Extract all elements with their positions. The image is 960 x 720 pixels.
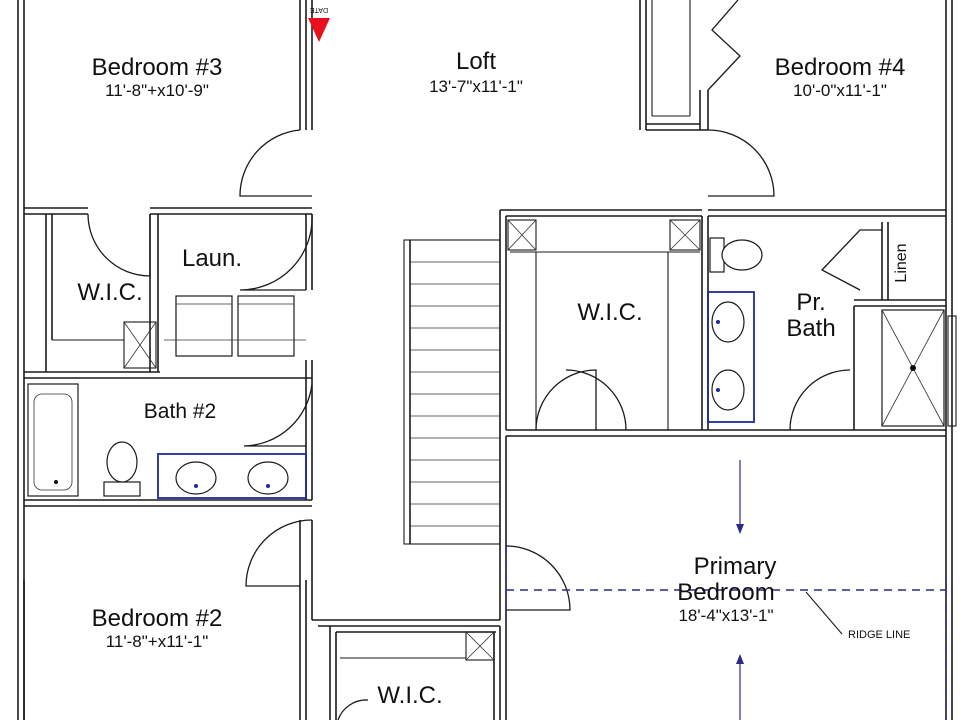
ceiling-lines <box>505 460 947 720</box>
laundry-machines <box>164 295 306 357</box>
ridge-line-label: RIDGE LINE <box>848 629 910 641</box>
room-labels: Bedroom #3 11'-8"+x10'-9" Loft 13'-7"x11… <box>77 48 910 709</box>
bedroom2-dims: 11'-8"+x11'-1" <box>106 632 209 651</box>
loft-name: Loft <box>456 48 496 75</box>
interior-walls <box>23 0 946 720</box>
wic-bottom-name: W.I.C. <box>377 682 442 709</box>
pr-bath-line2: Bath <box>786 315 835 342</box>
loft-dims: 13'-7"x11'-1" <box>429 77 523 96</box>
primary-bath-fixtures <box>707 237 957 427</box>
wic-left-name: W.I.C. <box>77 279 142 306</box>
primary-bedroom-dims: 18'-4"x13'-1" <box>678 606 773 625</box>
laundry-name: Laun. <box>182 245 242 272</box>
bath2-fixtures <box>27 383 307 499</box>
primary-bedroom-line1: Primary <box>694 553 777 580</box>
pr-bath-line1: Pr. <box>796 289 825 316</box>
linen-name: Linen <box>893 243 910 282</box>
datum-marker: DATE <box>308 6 330 42</box>
staircase <box>403 239 501 545</box>
bedroom2-name: Bedroom #2 <box>92 605 223 632</box>
wic-center-name: W.I.C. <box>577 299 642 326</box>
doors <box>87 0 882 720</box>
bedroom3-name: Bedroom #3 <box>92 54 223 81</box>
bedroom4-name: Bedroom #4 <box>775 54 906 81</box>
primary-bedroom-line2: Bedroom <box>677 579 774 606</box>
datum-marker-text: DATE <box>310 6 328 13</box>
bath2-name: Bath #2 <box>144 400 216 423</box>
bedroom3-dims: 11'-8"+x10'-9" <box>105 81 209 100</box>
bedroom4-dims: 10'-0"x11'-1" <box>793 81 887 100</box>
